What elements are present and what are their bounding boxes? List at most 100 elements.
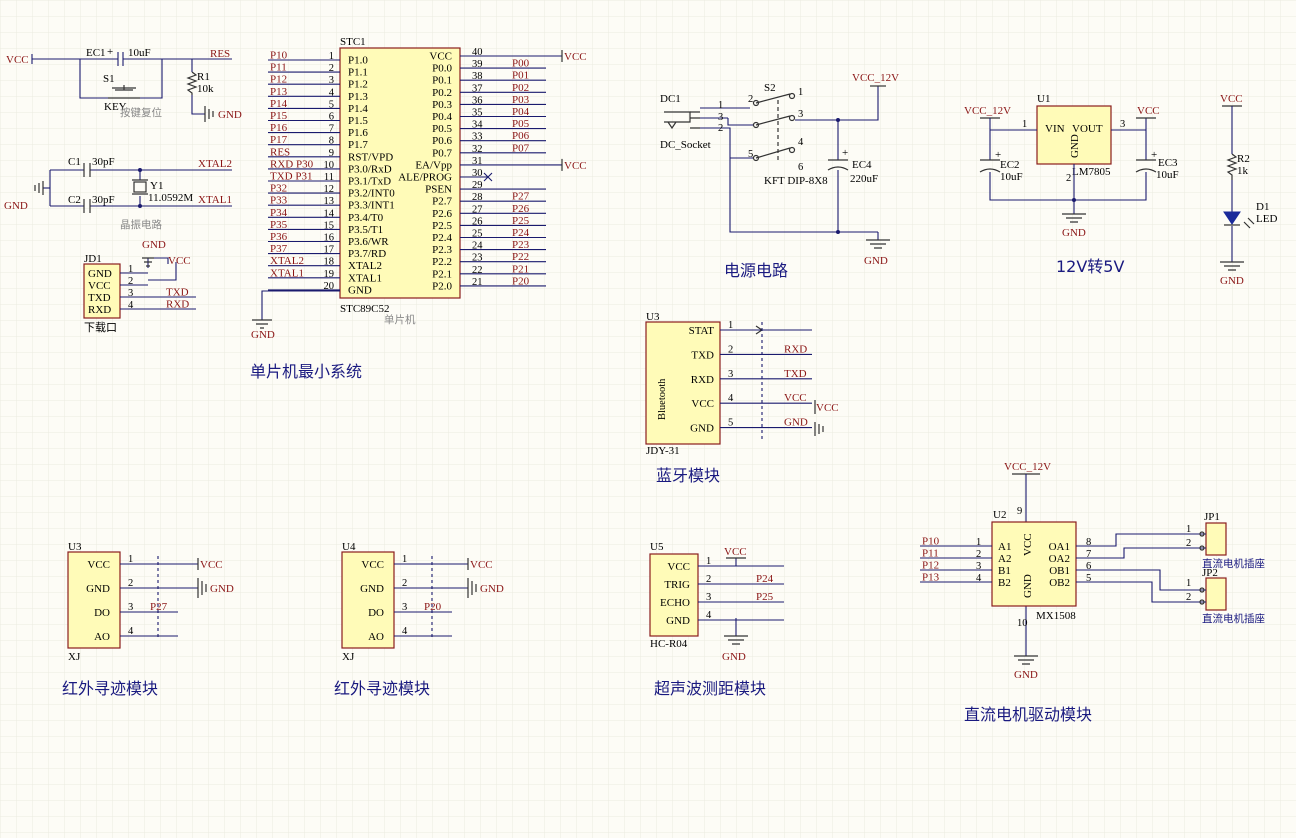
stc-pin-num: 21 bbox=[472, 277, 483, 288]
stc-net-label: P12 bbox=[270, 74, 287, 86]
dc-pin-1: 1 bbox=[718, 100, 723, 111]
stc-net-label: RXD P30 bbox=[270, 158, 314, 170]
stc-pin-num: 28 bbox=[472, 192, 483, 203]
stc-net-label: P37 bbox=[270, 243, 288, 255]
stc-pin-name: P2.5 bbox=[432, 220, 452, 232]
stc-pin-num: 26 bbox=[472, 216, 483, 227]
ir2-pin-num: 4 bbox=[402, 626, 408, 637]
motor-out-pin-name: OB1 bbox=[1049, 565, 1070, 577]
stc-pin-num: 37 bbox=[472, 83, 483, 94]
ir2-pin-name: GND bbox=[360, 583, 384, 595]
motor-in-pin-name: B1 bbox=[998, 565, 1011, 577]
stc-pin-num: 40 bbox=[472, 47, 483, 58]
ir1-pin-name: VCC bbox=[87, 559, 110, 571]
power-circuit: DC1 1 3 2 DC_Socket S2 2 1 3 4 5 6 VCC_1… bbox=[660, 72, 899, 267]
jp2-designator: JP2 bbox=[1202, 567, 1218, 579]
motor-vcc-pin: VCC bbox=[1022, 533, 1034, 556]
jd1-pin-name: VCC bbox=[88, 280, 111, 292]
stc-net-label: P00 bbox=[512, 58, 530, 70]
ir1-pin-name: GND bbox=[86, 583, 110, 595]
ec1-plus: + bbox=[107, 46, 113, 58]
stc-net-label: P20 bbox=[512, 275, 530, 287]
u1-designator: U1 bbox=[1037, 93, 1050, 105]
ir1-pin-name: AO bbox=[94, 631, 110, 643]
stc-pin-num: 33 bbox=[472, 132, 483, 143]
stc-pin-name: P2.7 bbox=[432, 196, 452, 208]
reg-gnd: GND bbox=[1062, 227, 1086, 239]
ir1-vcc: VCC bbox=[200, 559, 223, 571]
u1-pin-3: 3 bbox=[1120, 119, 1125, 130]
reg-vcc12: VCC_12V bbox=[964, 105, 1011, 117]
ir1-designator: U3 bbox=[68, 541, 82, 553]
stc-pin-name: P3.5/T1 bbox=[348, 224, 383, 236]
bt-pin-name: TXD bbox=[691, 349, 714, 361]
stc-pin-num: 36 bbox=[472, 95, 483, 106]
reset-circuit: VCC + EC1 10uF RES S1 KEY 按键复位 R1 10k GN… bbox=[6, 46, 242, 122]
stc-pin-num: 11 bbox=[324, 172, 334, 183]
stc-net-label: TXD P31 bbox=[270, 171, 312, 183]
c1-value: 30pF bbox=[92, 156, 115, 168]
stc-net-label: RES bbox=[270, 146, 290, 158]
ir1-net-label: P27 bbox=[150, 601, 168, 613]
bt-pin-name: GND bbox=[690, 423, 714, 435]
reset-gnd: GND bbox=[218, 109, 242, 121]
crystal-caption: 晶振电路 bbox=[120, 218, 162, 231]
dc-pin-2: 2 bbox=[718, 123, 723, 134]
stc-pin-name: P0.4 bbox=[432, 111, 452, 123]
bt-net-label: TXD bbox=[784, 368, 807, 380]
stc-gnd: GND bbox=[251, 329, 275, 341]
stc-pin-num: 38 bbox=[472, 71, 483, 82]
bt-pin-name: RXD bbox=[691, 374, 714, 386]
stc-pin-num: 15 bbox=[324, 220, 335, 231]
stc-pin-num: 30 bbox=[472, 168, 483, 179]
jp2-pin-2: 2 bbox=[1186, 592, 1191, 603]
ec3-plus: + bbox=[1151, 149, 1157, 161]
stc-pin-name: P2.6 bbox=[432, 208, 452, 220]
ec2-designator: EC2 bbox=[1000, 159, 1020, 171]
stc-pin-num: 16 bbox=[324, 233, 335, 244]
u1-pin-1: 1 bbox=[1022, 119, 1027, 130]
stc-net-label: P33 bbox=[270, 195, 288, 207]
section-label-ir1: 红外寻迹模块 bbox=[62, 679, 158, 698]
stc-pin-name: P1.0 bbox=[348, 55, 368, 67]
us-pin-name: ECHO bbox=[660, 597, 690, 609]
stc-net-label: P10 bbox=[270, 50, 288, 62]
jd1-gnd: GND bbox=[142, 239, 166, 251]
stc-net-label: P05 bbox=[512, 118, 530, 130]
stc-pin-name: PSEN bbox=[425, 184, 452, 196]
s2-pin-2: 2 bbox=[748, 94, 753, 105]
stc-pin-name: P0.1 bbox=[432, 75, 452, 87]
ec1-value: 10uF bbox=[128, 47, 151, 59]
u1-pin-2: 2 bbox=[1066, 173, 1071, 184]
motor-vcc12: VCC_12V bbox=[1004, 461, 1051, 473]
y1-designator: Y1 bbox=[150, 180, 163, 192]
motor-in-net: P10 bbox=[922, 536, 940, 548]
reset-caption: 按键复位 bbox=[120, 106, 162, 119]
stc-pin-num: 19 bbox=[324, 269, 335, 280]
stc-net-label: VCC bbox=[564, 51, 587, 63]
reg-vcc: VCC bbox=[1137, 105, 1160, 117]
bt-pin-num: 1 bbox=[728, 320, 733, 331]
jd1-pin-name: RXD bbox=[88, 304, 111, 316]
motor-in-pin-name: A1 bbox=[998, 541, 1011, 553]
s2-pin-5: 5 bbox=[748, 149, 753, 160]
ir2-net-label: P20 bbox=[424, 601, 442, 613]
s2-pin-4: 4 bbox=[798, 137, 804, 148]
stc-pin-num: 12 bbox=[324, 184, 335, 195]
stc-net-label: P24 bbox=[512, 227, 530, 239]
stc-pin-num: 14 bbox=[324, 208, 335, 219]
c2-designator: C2 bbox=[68, 194, 81, 206]
ir2-pin-name: VCC bbox=[361, 559, 384, 571]
ir2-pin-num: 3 bbox=[402, 602, 407, 613]
stc-pin-name: RST/VPD bbox=[348, 151, 393, 163]
s2-pin-3: 3 bbox=[798, 109, 803, 120]
ir1-pin-num: 1 bbox=[128, 554, 133, 565]
ir2-vcc: VCC bbox=[470, 559, 493, 571]
stc-pin-name: ALE/PROG bbox=[398, 172, 452, 184]
stc-net-label: P14 bbox=[270, 98, 288, 110]
